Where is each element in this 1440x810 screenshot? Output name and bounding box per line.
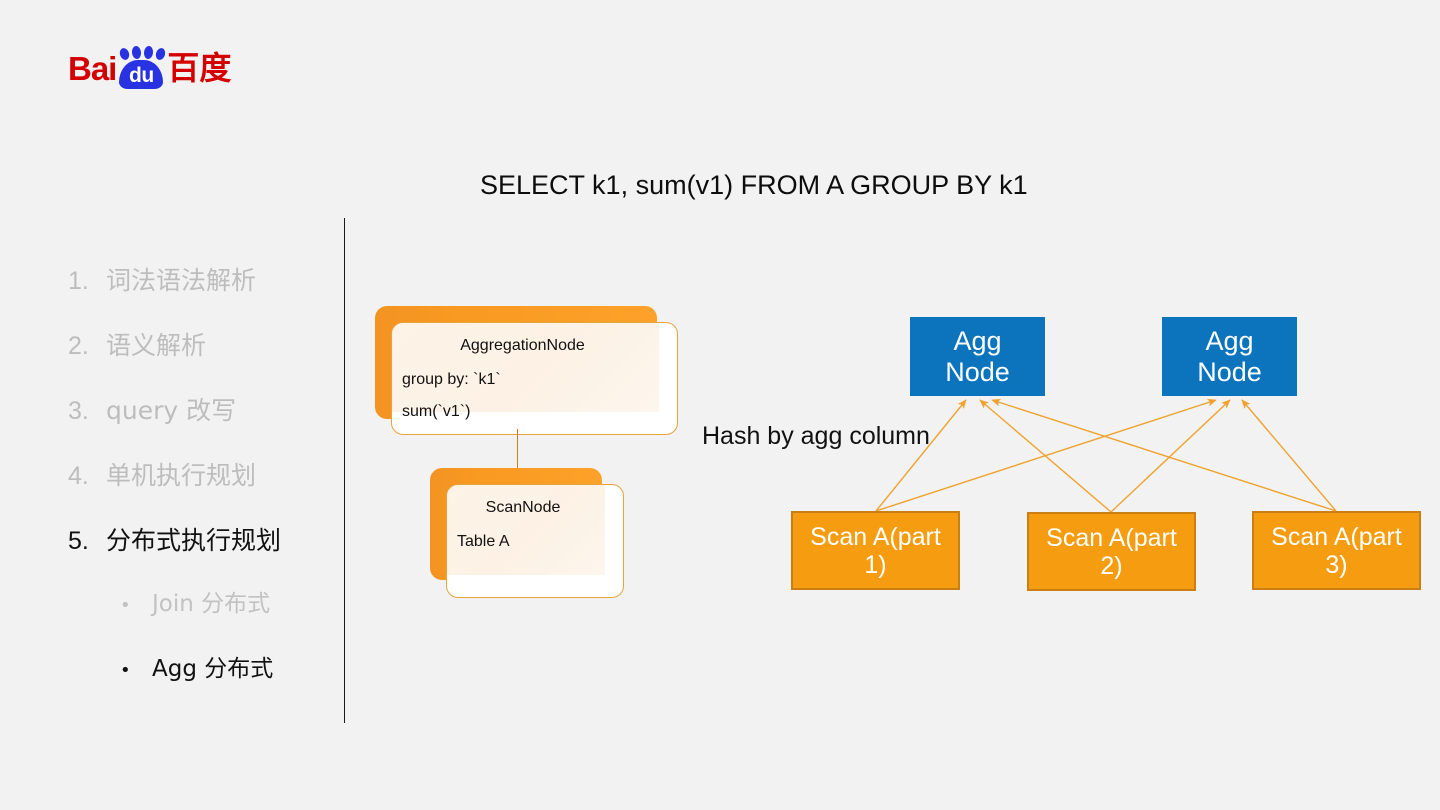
agg-node-box-2-line1: Agg <box>1205 326 1254 357</box>
agenda-list: 1. 词法语法解析 2. 语义解析 3. query 改写 4. 单机执行规划 … <box>68 268 333 723</box>
logo-text-chinese: 百度 <box>167 49 232 87</box>
agenda-item-1[interactable]: 1. 词法语法解析 <box>68 268 333 333</box>
scan-node-box-1-line1: Scan A(part <box>810 522 941 551</box>
aggregation-node-card-body: AggregationNode group by: `k1` sum(`v1`) <box>391 322 678 435</box>
agenda-item-3-label: query 改写 <box>106 396 237 425</box>
scan-node-box-3-line2: 3) <box>1325 550 1348 579</box>
scan-node-box-3-label: Scan A(part 3) <box>1271 523 1402 579</box>
page-title: SELECT k1, sum(v1) FROM A GROUP BY k1 <box>480 170 1028 200</box>
paw-icon: du <box>113 45 169 89</box>
agenda-item-2-label: 语义解析 <box>106 331 207 360</box>
scan-node-card-inner <box>447 485 605 575</box>
agenda-item-1-index: 1. <box>68 267 89 295</box>
agenda-item-4-label: 单机执行规划 <box>106 461 257 490</box>
agenda-item-2-index: 2. <box>68 332 89 360</box>
scan-node-box-3-line1: Scan A(part <box>1271 522 1402 551</box>
scan-node-box-1-label: Scan A(part 1) <box>810 523 941 579</box>
agenda-item-5[interactable]: 5. 分布式执行规划 <box>68 528 333 593</box>
scan-node-card-text: ScanNode Table A <box>447 485 623 597</box>
scan-node-box-1[interactable]: Scan A(part 1) <box>791 511 960 590</box>
scan-node-box-2-line1: Scan A(part <box>1046 523 1177 552</box>
agg-node-box-1-line2: Node <box>945 356 1010 387</box>
baidu-logo: Bai du 百度 <box>68 45 232 90</box>
logo-text-du: du <box>129 64 154 87</box>
agg-node-box-1[interactable]: Agg Node <box>910 317 1045 396</box>
aggregation-node-agg-expr: sum(`v1`) <box>402 403 471 420</box>
paw-pad-2 <box>131 45 143 60</box>
agg-node-box-1-line1: Agg <box>953 326 1002 357</box>
bullet-icon: • <box>120 595 131 616</box>
scan-node-box-2[interactable]: Scan A(part 2) <box>1027 512 1196 591</box>
agenda-item-2[interactable]: 2. 语义解析 <box>68 333 333 398</box>
agenda-item-4-index: 4. <box>68 462 89 490</box>
scan-node-table: Table A <box>457 533 510 550</box>
scan-node-heading: ScanNode <box>485 499 561 516</box>
paw-pad-3 <box>143 45 155 60</box>
plan-connector-line <box>517 429 518 469</box>
scan-node-card: ScanNode Table A <box>430 468 625 600</box>
scan-node-box-1-line2: 1) <box>864 550 887 579</box>
agenda-item-5-label: 分布式执行规划 <box>106 526 282 555</box>
hash-by-agg-column-label: Hash by agg column <box>702 422 930 450</box>
vertical-divider <box>344 218 345 723</box>
agg-node-box-2-line2: Node <box>1197 356 1262 387</box>
agg-node-box-1-label: Agg Node <box>945 326 1010 386</box>
agenda-item-4[interactable]: 4. 单机执行规划 <box>68 463 333 528</box>
agenda-item-3-index: 3. <box>68 397 89 425</box>
agg-node-box-2-label: Agg Node <box>1197 326 1262 386</box>
scan-node-box-2-label: Scan A(part 2) <box>1046 524 1177 580</box>
aggregation-node-group-by: group by: `k1` <box>402 371 501 388</box>
agg-node-box-2[interactable]: Agg Node <box>1162 317 1297 396</box>
aggregation-node-card: AggregationNode group by: `k1` sum(`v1`) <box>375 306 680 438</box>
aggregation-node-heading: AggregationNode <box>460 337 585 354</box>
agenda-item-3[interactable]: 3. query 改写 <box>68 398 333 463</box>
agenda-subitem-agg[interactable]: • Agg 分布式 <box>68 658 333 723</box>
scan-node-box-3[interactable]: Scan A(part 3) <box>1252 511 1421 590</box>
logo-text-bai: Bai <box>68 49 117 87</box>
paw-pad-4 <box>154 46 167 62</box>
agenda-subitem-join-label: Join 分布式 <box>152 591 271 617</box>
paw-pad-1 <box>118 46 131 62</box>
aggregation-node-card-inner <box>392 323 659 412</box>
paw-palm: du <box>119 60 164 89</box>
bullet-icon: • <box>120 660 131 681</box>
agenda-item-5-index: 5. <box>68 527 89 555</box>
aggregation-node-card-text: AggregationNode group by: `k1` sum(`v1`) <box>392 323 677 434</box>
scan-node-box-2-line2: 2) <box>1100 551 1123 580</box>
agenda-subitem-join[interactable]: • Join 分布式 <box>68 593 333 658</box>
agenda-subitem-agg-label: Agg 分布式 <box>152 656 274 682</box>
scan-node-card-body: ScanNode Table A <box>446 484 624 598</box>
agenda-item-1-label: 词法语法解析 <box>106 266 257 295</box>
